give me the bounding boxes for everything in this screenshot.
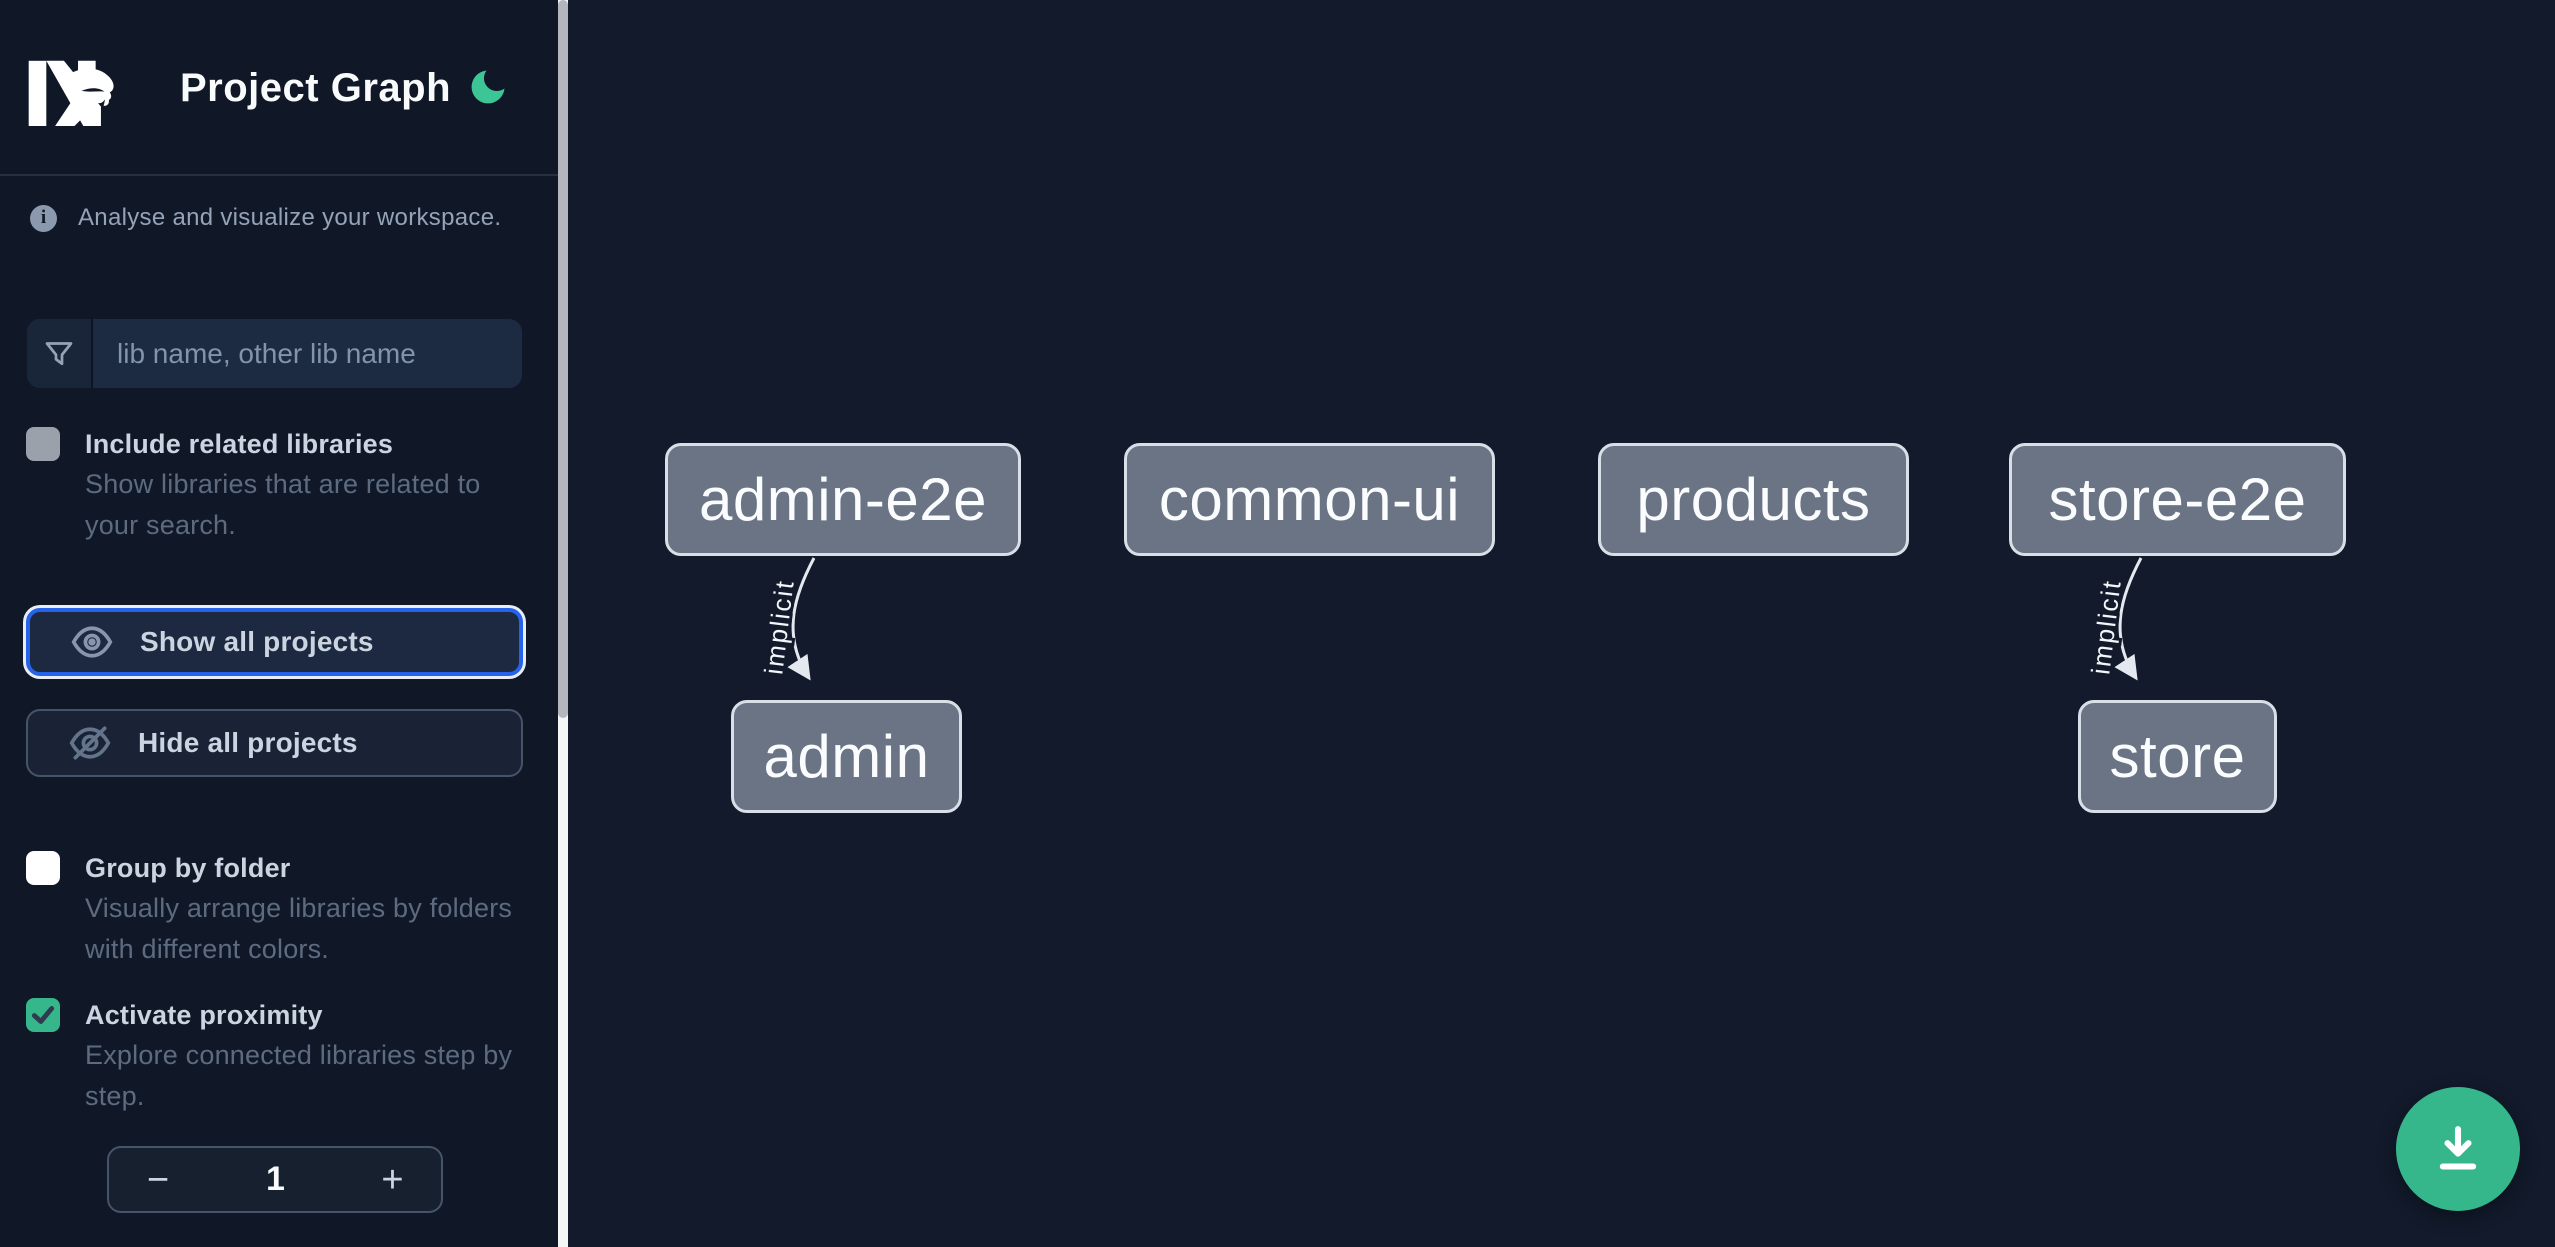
info-icon: i bbox=[30, 204, 57, 232]
option-label: Include related libraries bbox=[85, 429, 394, 459]
graph-node-admin[interactable]: admin bbox=[731, 700, 962, 813]
search-input[interactable] bbox=[93, 319, 522, 388]
option-activate-proximity: Activate proximity Explore connected lib… bbox=[26, 995, 526, 1117]
graph-node-store-e2e[interactable]: store-e2e bbox=[2009, 443, 2346, 556]
graph-canvas[interactable]: implicit implicit admin-e2e common-ui produ… bbox=[568, 0, 2555, 1247]
check-icon bbox=[31, 1006, 55, 1024]
option-description: Visually arrange libraries by folders wi… bbox=[85, 893, 513, 964]
sidebar-header: Project Graph bbox=[0, 0, 558, 175]
download-icon bbox=[2439, 1126, 2477, 1170]
theme-toggle-button[interactable] bbox=[462, 62, 514, 114]
download-graph-button[interactable] bbox=[2396, 1087, 2520, 1211]
search-box bbox=[27, 319, 522, 388]
filter-icon-segment bbox=[27, 319, 93, 388]
hide-all-projects-label: Hide all projects bbox=[138, 727, 358, 758]
proximity-depth-value[interactable]: 1 bbox=[266, 1160, 285, 1198]
include-related-checkbox[interactable] bbox=[26, 427, 60, 461]
page-title: Project Graph bbox=[180, 66, 452, 110]
option-description: Show libraries that are related to your … bbox=[85, 469, 481, 540]
graph-node-admin-e2e[interactable]: admin-e2e bbox=[665, 443, 1021, 556]
graph-node-products[interactable]: products bbox=[1598, 443, 1909, 556]
proximity-increment-button[interactable]: + bbox=[344, 1148, 441, 1211]
sidebar-scrollbar-thumb[interactable] bbox=[558, 0, 568, 718]
show-all-projects-button[interactable]: Show all projects bbox=[26, 608, 523, 676]
graph-edges: implicit implicit bbox=[755, 557, 2143, 681]
option-group-by-folder: Group by folder Visually arrange librari… bbox=[26, 848, 526, 970]
info-text: Analyse and visualize your workspace. bbox=[78, 204, 502, 231]
hide-all-projects-button[interactable]: Hide all projects bbox=[26, 709, 523, 777]
option-include-related: Include related libraries Show libraries… bbox=[26, 424, 526, 546]
option-label: Activate proximity bbox=[85, 1000, 323, 1030]
filter-icon bbox=[45, 341, 73, 365]
sidebar: Project Graph i Analyse and visualize yo… bbox=[0, 0, 558, 1247]
moon-icon bbox=[471, 70, 505, 103]
edge-label: implicit bbox=[2085, 578, 2126, 676]
edge-label: implicit bbox=[758, 578, 799, 676]
eye-off-icon bbox=[69, 726, 111, 760]
graph-edge-store-e2e-store bbox=[2114, 557, 2143, 681]
graph-node-store[interactable]: store bbox=[2078, 700, 2277, 813]
header-divider bbox=[0, 174, 558, 176]
proximity-depth-stepper: − 1 + bbox=[107, 1146, 443, 1213]
info-row: i Analyse and visualize your workspace. bbox=[30, 204, 530, 232]
activate-proximity-checkbox[interactable] bbox=[26, 998, 60, 1032]
group-by-folder-checkbox[interactable] bbox=[26, 851, 60, 885]
eye-icon bbox=[71, 626, 113, 658]
sidebar-scrollbar-track[interactable] bbox=[558, 0, 568, 1247]
option-label: Group by folder bbox=[85, 853, 291, 883]
proximity-decrement-button[interactable]: − bbox=[109, 1148, 207, 1211]
graph-edge-admin-e2e-admin bbox=[787, 557, 816, 681]
show-all-projects-label: Show all projects bbox=[140, 626, 374, 657]
option-description: Explore connected libraries step by step… bbox=[85, 1040, 513, 1111]
nx-logo bbox=[28, 60, 114, 126]
graph-node-common-ui[interactable]: common-ui bbox=[1124, 443, 1495, 556]
